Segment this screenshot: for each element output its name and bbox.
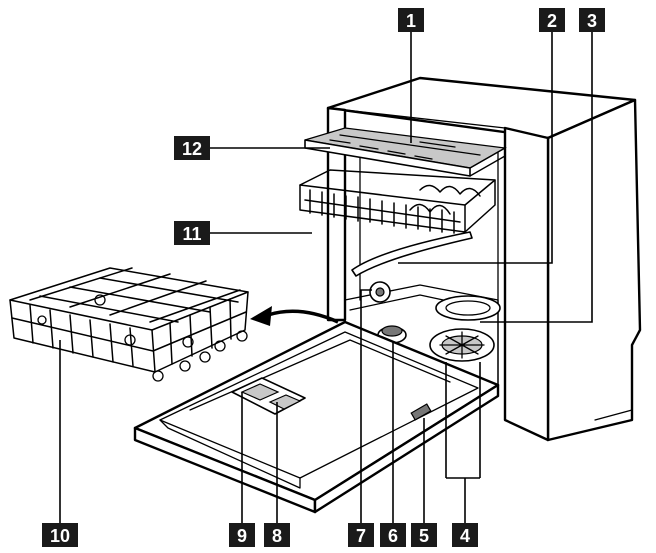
callout-6-label: 6	[388, 526, 398, 546]
dishwasher-cabinet	[326, 76, 642, 442]
callout-7-label: 7	[356, 526, 366, 546]
callout-11: 11	[174, 221, 210, 245]
upper-basket	[299, 169, 496, 234]
upper-spray-arm	[351, 231, 473, 277]
callout-11-label: 11	[182, 224, 201, 244]
callout-12: 12	[174, 136, 210, 160]
callout-8: 8	[264, 523, 290, 547]
callout-7: 7	[348, 523, 374, 547]
callout-2: 2	[539, 8, 565, 32]
callout-5: 5	[411, 523, 437, 547]
cutlery-tray	[304, 127, 507, 177]
leader-lines	[59, 32, 593, 523]
callout-6: 6	[380, 523, 406, 547]
callout-9-label: 9	[237, 526, 247, 546]
removal-arrow	[250, 306, 339, 326]
lower-spray-arm	[435, 295, 501, 321]
detergent-dispenser	[231, 377, 306, 415]
water-hardness-dial	[369, 281, 391, 303]
callout-1-label: 1	[406, 11, 416, 31]
callout-8-label: 8	[272, 526, 282, 546]
filters	[429, 328, 495, 362]
callout-4: 4	[452, 523, 478, 547]
callout-3: 3	[579, 8, 605, 32]
callout-5-label: 5	[419, 526, 429, 546]
callout-12-label: 12	[182, 139, 202, 159]
callout-10-label: 10	[50, 526, 70, 546]
callout-10: 10	[42, 523, 78, 547]
callout-2-label: 2	[547, 11, 557, 31]
callout-9: 9	[229, 523, 255, 547]
callout-3-label: 3	[587, 11, 597, 31]
callout-4-label: 4	[460, 526, 470, 546]
lower-basket	[9, 267, 249, 382]
callout-1: 1	[398, 8, 424, 32]
